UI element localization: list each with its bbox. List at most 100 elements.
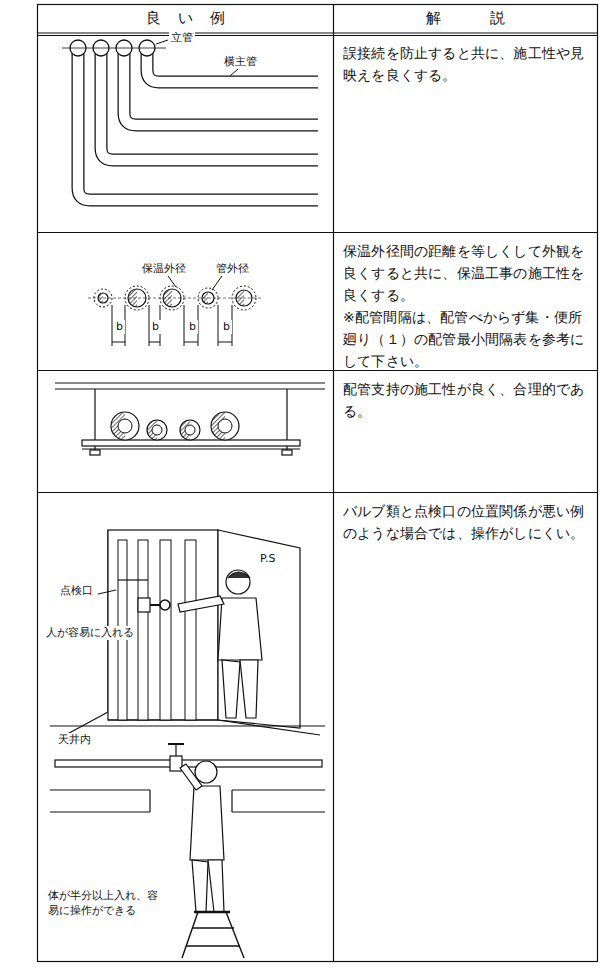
pipe-sections [211,412,239,440]
part-label: 管外径 [214,262,251,276]
caption-label: 体が半分以上入れ、容易に操作ができる [46,888,168,918]
table-grid [38,5,598,962]
dimension-label: b [150,320,161,334]
pipe-sections [111,412,239,440]
worker-figure [195,761,217,783]
explanation-text: 保温外径間の距離を等しくして外観を良くすると共に、保温工事の施工性を良くする。 [343,240,591,306]
leader-line [156,40,168,44]
pipe-runs [124,48,318,125]
table-grid [38,5,598,962]
worker-figure [180,764,202,790]
ceiling-space [50,725,325,726]
pipe-support [90,450,100,455]
leader-line [98,590,116,594]
worker-figure [226,570,250,594]
explanation-text: バルブ類と点検口の位置関係が悪い例のような場合では、操作がしにくい。 [343,500,591,544]
leader-line [98,590,116,594]
pipe-sections [88,298,262,299]
dimension-lines [218,305,219,346]
dimension-lines [112,342,125,343]
pipe-sections [147,420,167,440]
dimension-lines [112,305,113,346]
pipe-sections [185,425,195,435]
note-text: ※配管間隔は、配管べからず集・便所廻り（１）の配管最小間隔表を参考にして下さい。 [343,306,591,372]
pipe-runs [78,48,318,200]
worker-figure [190,786,224,860]
worker-figure [192,860,208,912]
pipe-runs [78,48,318,200]
ceiling-space [50,726,325,812]
ceiling-space [231,790,232,812]
riser-circles [62,48,166,49]
leader-line [212,276,222,290]
pipe-shaft [218,720,320,735]
pipe-sections [118,419,132,433]
dimension-lines [184,342,198,343]
stepladder [194,911,230,913]
dimension-label: b [187,320,198,334]
column-header: 良 い 例 [38,9,333,28]
table-grid [333,5,334,962]
pipe-shaft [218,530,300,728]
ceiling-space [232,811,325,812]
pipe-sections [88,298,262,299]
table-grid [38,492,598,493]
pipe-sections [88,286,262,310]
pipe-shaft [160,600,170,610]
worker-figure [222,660,240,718]
stepladder [192,927,234,928]
pipe-sections [118,419,232,435]
explanation-text: 配管支持の施工性が良く、合理的である。 [343,378,591,422]
dimension-lines [184,305,185,346]
ceiling-space [55,760,322,767]
ceiling-space [175,744,176,756]
dimension-label: b [221,320,232,334]
pipe-shaft [138,598,150,612]
pipe-runs [124,48,318,125]
riser-circles [62,40,166,56]
pipe-support [82,448,300,449]
pipe-sections [111,412,225,440]
worker-figure [218,598,262,660]
pipe-support [82,440,300,446]
part-label: 横主管 [222,55,259,69]
ceiling-space [232,789,325,790]
part-label: 点検口 [58,584,95,598]
dimension-lines [218,342,232,343]
dimension-lines [149,342,160,343]
ceiling-space [50,811,150,812]
table-grid [38,232,598,233]
ceiling-space [50,789,150,790]
dimension-label: b [114,320,125,334]
pipe-shaft [138,540,148,720]
worker-figure [208,860,224,912]
table-grid [38,35,598,36]
ceiling-space [168,743,184,745]
stepladder [226,912,244,958]
table-grid [38,32,598,33]
pipe-sections [152,425,162,435]
table-grid [38,370,598,371]
pipe-shaft [185,540,196,720]
stepladder [182,912,244,958]
pipe-shaft [160,540,171,720]
pipe-sections [218,419,232,433]
part-label: 天井内 [56,733,93,747]
ceiling-space [149,790,150,812]
part-label: 保温外径 [140,262,188,276]
pipe-support [55,382,325,383]
dimension-lines [112,305,232,346]
pipe-sections [111,412,239,440]
caption-label: 人が容易に入れる [44,626,136,640]
column-header: 解 説 [334,9,597,28]
stepladder [186,945,240,946]
pipe-support [282,450,292,455]
pipe-runs [78,48,318,200]
leader-line [168,276,176,287]
pipe-shaft [108,530,218,720]
worker-figure [228,572,250,578]
part-label: P.S [258,552,277,566]
pipe-sections [180,420,200,440]
explanation-text: 誤接続を防止すると共に、施工性や見映えを良くする。 [343,42,591,86]
